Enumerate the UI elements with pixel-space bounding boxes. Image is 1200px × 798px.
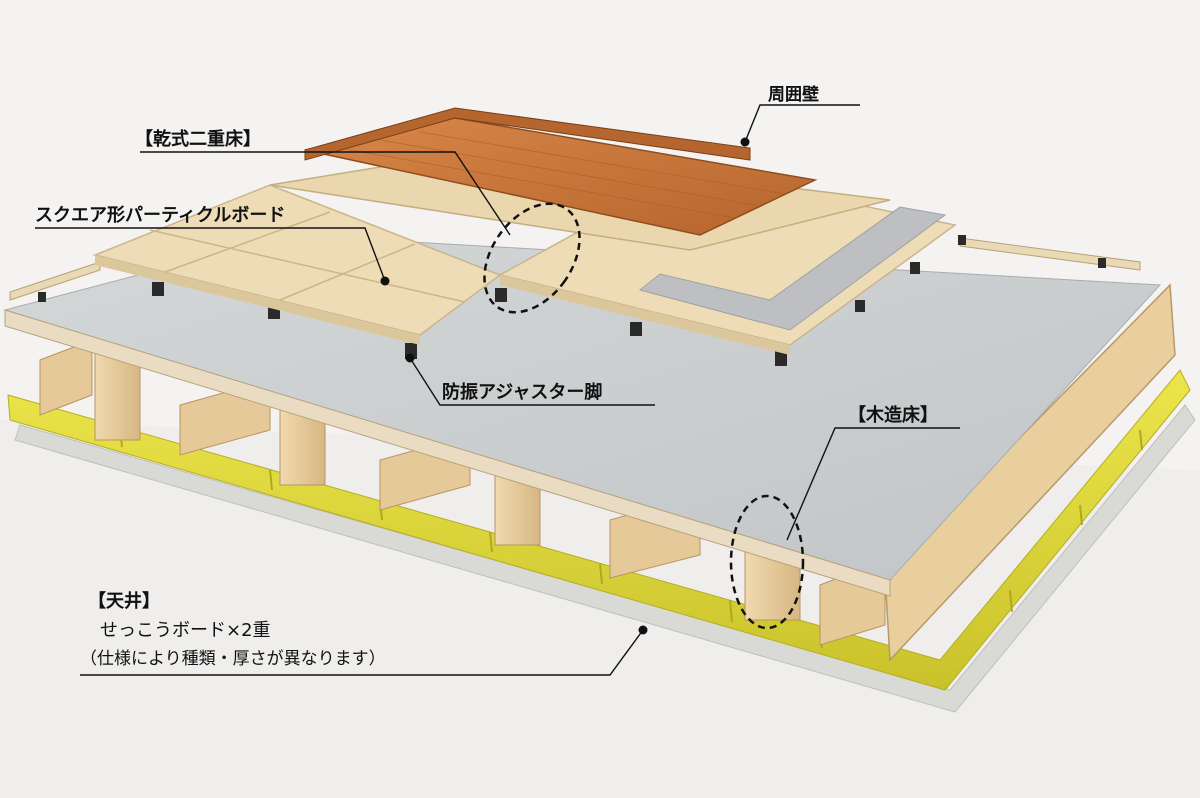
label-perimeter-wall: 周囲壁 (768, 84, 819, 105)
label-square-particleboard: スクエア形パーティクルボード (35, 205, 285, 226)
label-dry-double-floor: 【乾式二重床】 (135, 128, 261, 150)
flooring-grain (339, 131, 786, 219)
leader-lines (35, 104, 960, 676)
particleboard-left-edge (95, 255, 420, 345)
label-wooden-floor: 【木造床】 (848, 404, 938, 426)
label-anti-vibration-adjuster-leg: 防振アジャスター脚 (442, 381, 602, 403)
callout-ellipse-dry-floor (483, 202, 581, 314)
callout-ellipse-wood-floor (729, 494, 805, 630)
insulation-layer (7, 369, 1191, 691)
perimeter-wall-piece (304, 107, 751, 161)
leader-dots (380, 137, 750, 635)
plywood-edge-right (884, 283, 1176, 662)
label-ceiling-line1: せっこうボード×2重 (100, 620, 271, 641)
label-ceiling-title: 【天井】 (88, 590, 160, 612)
subfloor-front-edge (4, 309, 891, 597)
particleboard-seams (149, 211, 466, 303)
particleboard-right-edge (500, 275, 790, 355)
underlay-strip (638, 206, 947, 331)
ceiling-gypsum-board (14, 404, 1196, 713)
floor-joists (39, 339, 886, 646)
perimeter-rail-left (9, 261, 101, 301)
label-ceiling-line2: （仕様により種類・厚さが異なります） (80, 649, 386, 669)
